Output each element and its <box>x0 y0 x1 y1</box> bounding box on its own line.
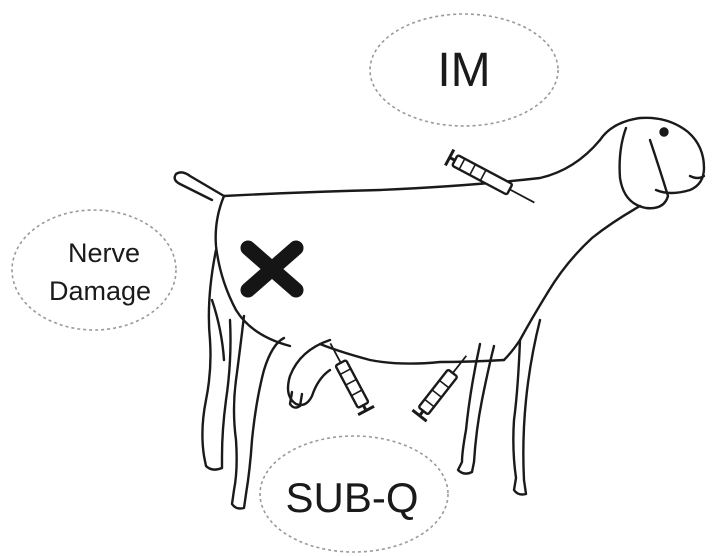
goat-hind-leg-2 <box>201 248 232 471</box>
nerve-label-line1: Nerve <box>68 238 140 268</box>
subq-syringe-icon-2 <box>411 355 468 423</box>
x-mark-icon <box>240 240 304 298</box>
goat-illustration <box>173 116 706 510</box>
goat-teat <box>288 390 304 409</box>
subq-syringe-icon-1 <box>329 342 375 417</box>
im-syringe-icon <box>444 148 535 204</box>
nerve-label-line2: Damage <box>49 276 151 306</box>
goat-udder <box>286 338 332 407</box>
subq-callout: SUB-Q <box>259 435 449 553</box>
goat-hock <box>210 298 226 362</box>
goat-chest <box>502 290 550 362</box>
goat-head <box>598 116 706 195</box>
goat-eye <box>659 127 669 137</box>
goat-ear <box>618 126 670 210</box>
goat-rump <box>214 194 292 348</box>
goat-tail <box>173 171 226 202</box>
goat-mouth <box>688 174 706 180</box>
goat-front-leg-2 <box>456 342 496 475</box>
subq-callout-ellipse <box>259 435 449 553</box>
nerve-damage-callout-ellipse <box>11 209 177 331</box>
goat-neck-front <box>546 204 642 294</box>
im-callout: IM <box>369 13 559 127</box>
im-label: IM <box>437 44 490 97</box>
goat-hind-leg-1 <box>230 314 286 510</box>
goat-front-leg-1 <box>512 318 542 496</box>
goat-belly <box>318 342 506 365</box>
nerve-damage-callout: Nerve Damage <box>11 209 177 331</box>
goat-back <box>222 138 602 198</box>
subq-label: SUB-Q <box>285 474 418 521</box>
im-callout-ellipse <box>369 13 559 127</box>
